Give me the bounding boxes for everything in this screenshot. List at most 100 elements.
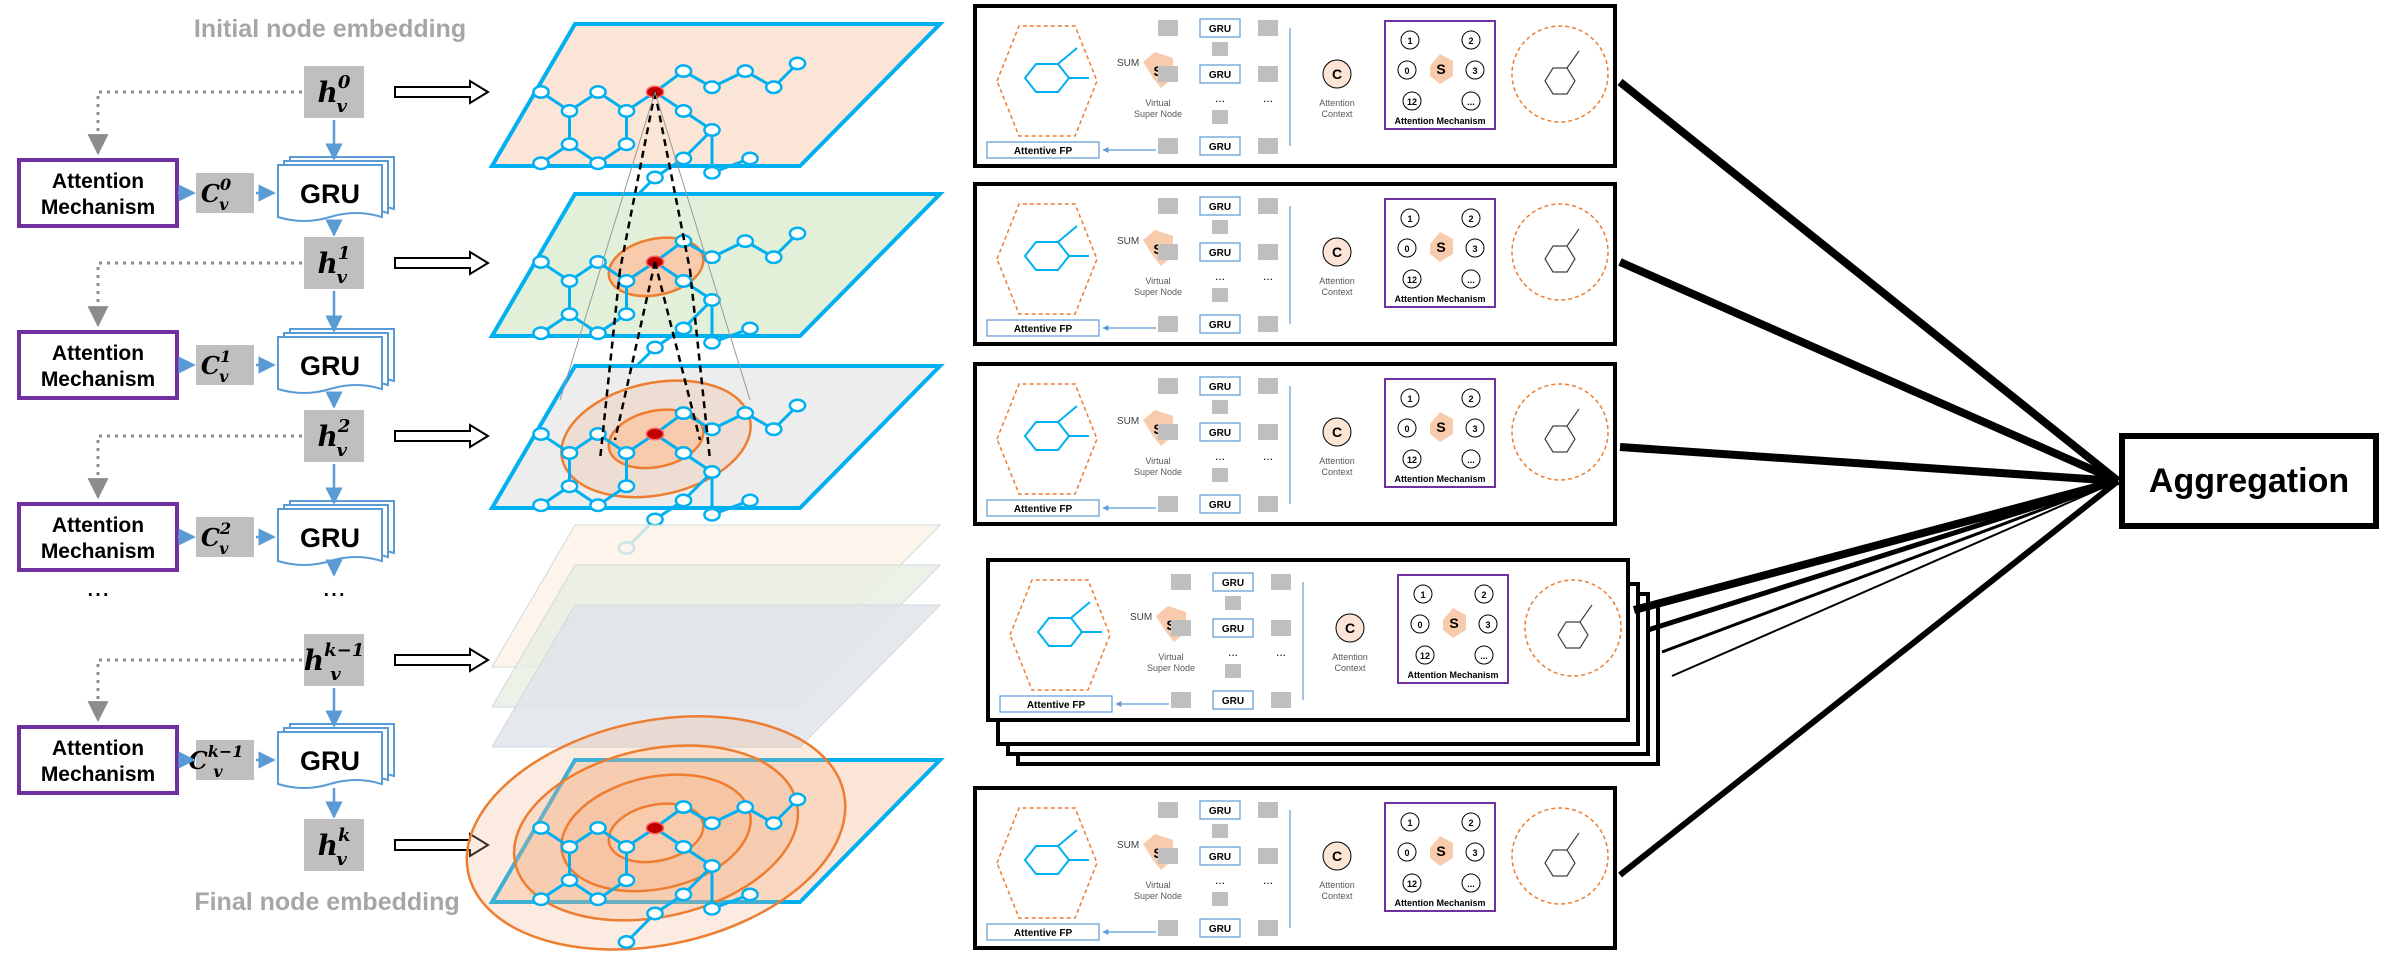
svg-text:C2v: C2v: [201, 519, 231, 558]
gru-block-2: GRU: [277, 500, 395, 566]
svg-text:S: S: [1436, 61, 1445, 77]
svg-text:Context: Context: [1321, 891, 1353, 901]
svg-text:Virtual: Virtual: [1145, 98, 1170, 108]
svg-text:...: ...: [1263, 449, 1273, 463]
svg-text:C1v: C1v: [201, 347, 231, 386]
svg-text:Attentive FP: Attentive FP: [1014, 324, 1073, 335]
aggregation-lines: [1617, 78, 2121, 878]
svg-text:Mechanism: Mechanism: [41, 368, 155, 391]
svg-text:Attention: Attention: [52, 342, 144, 365]
hollow-arrow-icon: [394, 647, 490, 673]
aggregation-line-7: [1618, 478, 2120, 878]
aggregation-line-0: [1617, 78, 2121, 485]
svg-text:Attention Mechanism: Attention Mechanism: [1407, 670, 1498, 680]
svg-text:Attention Mechanism: Attention Mechanism: [1394, 898, 1485, 908]
svg-text:...: ...: [1215, 873, 1225, 887]
svg-text:2: 2: [1468, 214, 1473, 224]
svg-text:Mechanism: Mechanism: [41, 196, 155, 219]
ellipsis-left: ...: [86, 571, 109, 602]
svg-text:Virtual: Virtual: [1145, 276, 1170, 286]
svg-text:...: ...: [1467, 455, 1475, 465]
svg-text:12: 12: [1407, 455, 1417, 465]
svg-text:0: 0: [1404, 424, 1409, 434]
graph-plane-2: [488, 364, 1090, 555]
svg-text:12: 12: [1407, 97, 1417, 107]
svg-text:C: C: [1332, 424, 1342, 440]
svg-text:Super Node: Super Node: [1134, 891, 1182, 901]
aggregation-node: Aggregation: [2119, 433, 2379, 529]
svg-text:3: 3: [1472, 66, 1477, 76]
svg-text:C0v: C0v: [201, 175, 231, 214]
svg-text:1: 1: [1407, 818, 1412, 828]
svg-text:Attention: Attention: [1319, 276, 1355, 286]
svg-text:h0v: h0v: [318, 72, 351, 117]
graph-planes: [465, 22, 1090, 951]
svg-text:GRU: GRU: [1209, 852, 1231, 863]
svg-text:Attention: Attention: [1332, 652, 1368, 662]
svg-text:Attention Mechanism: Attention Mechanism: [1394, 294, 1485, 304]
svg-text:GRU: GRU: [1209, 806, 1231, 817]
gru-block-0: GRU: [277, 156, 395, 222]
panel-k: SUMSVirtualSuper NodeGRUGRUGRU......CAtt…: [973, 786, 1617, 950]
svg-text:GRU: GRU: [1209, 320, 1231, 331]
svg-text:0: 0: [1417, 620, 1422, 630]
svg-text:...: ...: [1276, 645, 1286, 659]
svg-text:Virtual: Virtual: [1158, 652, 1183, 662]
svg-text:S: S: [1436, 239, 1445, 255]
attentive-fp-panels: SUMSVirtualSuper NodeGRUGRUGRU......CAtt…: [973, 4, 1660, 950]
graph-plane-0: [488, 22, 1090, 213]
aggregation-line-1: [1618, 258, 2120, 485]
svg-text:Super Node: Super Node: [1134, 109, 1182, 119]
svg-text:GRU: GRU: [1209, 500, 1231, 511]
hollow-arrow-icon: [394, 79, 490, 105]
svg-text:...: ...: [1228, 645, 1238, 659]
svg-text:SUM: SUM: [1117, 58, 1139, 69]
panel-3: SUMSVirtualSuper NodeGRUGRUGRU......CAtt…: [986, 558, 1630, 722]
svg-text:0: 0: [1404, 848, 1409, 858]
svg-text:Context: Context: [1321, 467, 1353, 477]
svg-text:...: ...: [1467, 275, 1475, 285]
svg-text:GRU: GRU: [1222, 696, 1244, 707]
svg-text:1: 1: [1407, 214, 1412, 224]
svg-text:hk−1v: hk−1v: [304, 640, 364, 685]
panel-2: SUMSVirtualSuper NodeGRUGRUGRU......CAtt…: [973, 362, 1617, 526]
svg-text:...: ...: [1467, 97, 1475, 107]
svg-text:Context: Context: [1334, 663, 1366, 673]
svg-text:SUM: SUM: [1117, 840, 1139, 851]
svg-text:...: ...: [1215, 449, 1225, 463]
dotted-arrow: [87, 261, 302, 328]
svg-text:S: S: [1449, 615, 1458, 631]
svg-text:Virtual: Virtual: [1145, 880, 1170, 890]
svg-text:3: 3: [1472, 848, 1477, 858]
svg-text:GRU: GRU: [1209, 24, 1231, 35]
svg-text:3: 3: [1485, 620, 1490, 630]
svg-text:GRU: GRU: [1209, 202, 1231, 213]
initial-embedding-label: Initial node embedding: [194, 15, 466, 43]
svg-text:Mechanism: Mechanism: [41, 763, 155, 786]
svg-text:Attention: Attention: [1319, 98, 1355, 108]
svg-text:2: 2: [1468, 818, 1473, 828]
svg-text:Attention: Attention: [52, 737, 144, 760]
svg-text:Attention Mechanism: Attention Mechanism: [1394, 116, 1485, 126]
svg-text:GRU: GRU: [1222, 624, 1244, 635]
svg-text:GRU: GRU: [300, 523, 360, 553]
svg-text:Attention Mechanism: Attention Mechanism: [1394, 474, 1485, 484]
svg-text:1: 1: [1407, 394, 1412, 404]
svg-text:3: 3: [1472, 424, 1477, 434]
aggregation-line-4: [1647, 478, 2119, 633]
svg-text:12: 12: [1407, 879, 1417, 889]
svg-text:3: 3: [1472, 244, 1477, 254]
svg-text:SUM: SUM: [1130, 612, 1152, 623]
svg-text:1: 1: [1420, 590, 1425, 600]
svg-text:0: 0: [1404, 244, 1409, 254]
svg-text:1: 1: [1407, 36, 1412, 46]
svg-text:GRU: GRU: [1209, 248, 1231, 259]
final-embedding-label: Final node embedding: [194, 888, 459, 916]
